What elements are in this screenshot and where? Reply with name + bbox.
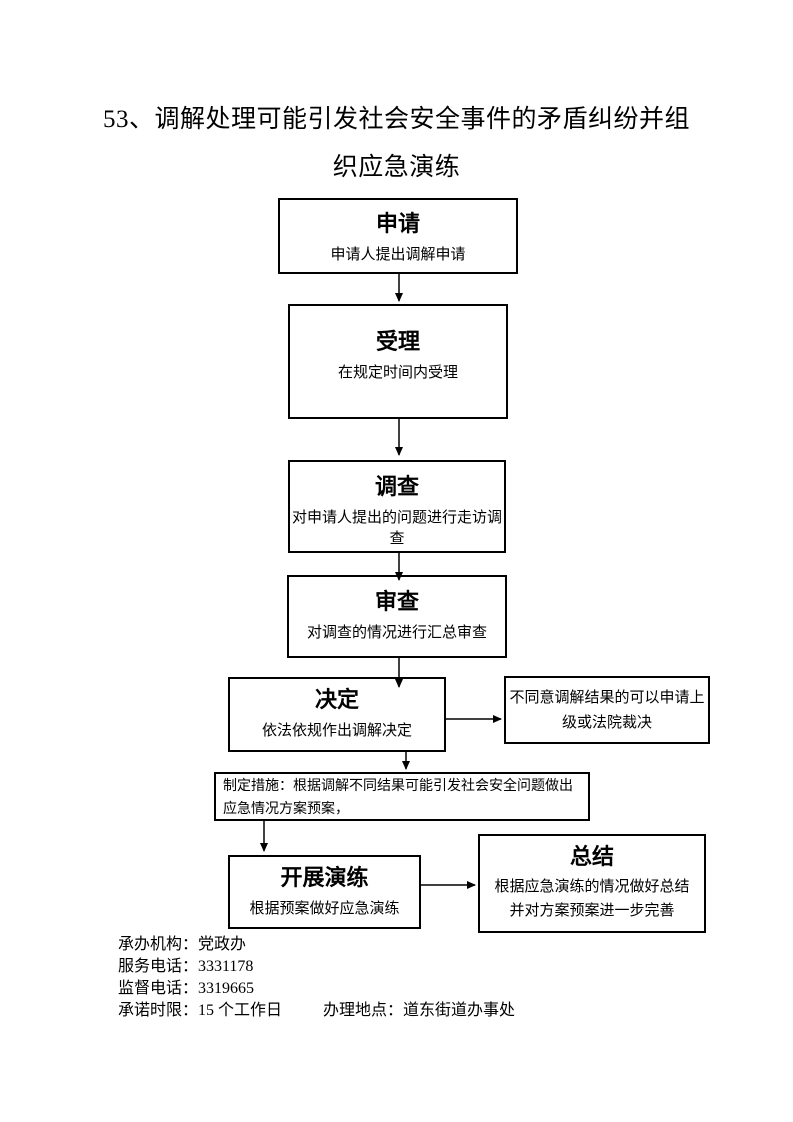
flow-step-investigate-desc: 对申请人提出的问题进行走访调查 bbox=[292, 510, 503, 547]
flow-step-decide-desc: 依法依规作出调解决定 bbox=[261, 723, 412, 739]
flow-step-drill-desc: 根据预案做好应急演练 bbox=[249, 901, 400, 917]
flow-step-review: 审查 对调查的情况进行汇总审查 bbox=[287, 575, 507, 658]
footer-time-limit-value: 15 个工作日 bbox=[198, 1002, 283, 1019]
footer-service-phone-value: 3331178 bbox=[198, 958, 254, 975]
footer-service-phone-label: 服务电话： bbox=[118, 958, 199, 975]
flow-step-accept: 受理 在规定时间内受理 bbox=[288, 304, 508, 419]
footer-location-value: 道东街道办事处 bbox=[403, 1002, 516, 1019]
footer-supervision-phone: 监督电话：3319665 bbox=[118, 978, 678, 1000]
footer-info: 承办机构：党政办 服务电话：3331178 监督电话：3319665 承诺时限：… bbox=[118, 934, 678, 1022]
footer-agency-label: 承办机构： bbox=[118, 936, 199, 953]
footer-supervision-phone-value: 3319665 bbox=[198, 980, 255, 997]
flow-step-review-title: 审查 bbox=[374, 589, 419, 614]
footer-agency-value: 党政办 bbox=[198, 936, 247, 953]
flow-step-investigate: 调查 对申请人提出的问题进行走访调查 bbox=[288, 460, 506, 553]
flow-step-drill-title: 开展演练 bbox=[280, 865, 369, 890]
flow-step-apply-desc: 申请人提出调解申请 bbox=[330, 247, 466, 263]
flow-measures-note: 制定措施：根据调解不同结果可能引发社会安全问题做出应急情况方案预案， bbox=[214, 772, 590, 821]
flow-step-decide-title: 决定 bbox=[314, 687, 359, 712]
footer-time-limit-label: 承诺时限： bbox=[118, 1002, 199, 1019]
page-title: 53、调解处理可能引发社会安全事件的矛盾纠纷并组 织应急演练 bbox=[0, 96, 793, 192]
flow-step-review-desc: 对调查的情况进行汇总审查 bbox=[306, 625, 487, 641]
flow-step-drill: 开展演练 根据预案做好应急演练 bbox=[228, 855, 421, 929]
flow-step-apply: 申请 申请人提出调解申请 bbox=[278, 198, 518, 274]
page-title-line1: 53、调解处理可能引发社会安全事件的矛盾纠纷并组 bbox=[102, 106, 690, 133]
flow-step-accept-desc: 在规定时间内受理 bbox=[337, 365, 458, 381]
flow-step-apply-title: 申请 bbox=[375, 211, 420, 236]
footer-location-label: 办理地点： bbox=[323, 1002, 404, 1019]
footer-supervision-phone-label: 监督电话： bbox=[118, 980, 199, 997]
footer-time-limit-row: 承诺时限：15 个工作日 办理地点：道东街道办事处 bbox=[118, 1000, 678, 1022]
page-title-line2: 织应急演练 bbox=[332, 154, 461, 181]
flow-step-accept-title: 受理 bbox=[375, 329, 420, 354]
flow-step-summary: 总结 根据应急演练的情况做好总结并对方案预案进一步完善 bbox=[478, 834, 706, 933]
flow-step-decide: 决定 依法依规作出调解决定 bbox=[228, 677, 446, 752]
footer-location: 办理地点：道东街道办事处 bbox=[323, 1000, 515, 1022]
flow-step-summary-desc: 根据应急演练的情况做好总结并对方案预案进一步完善 bbox=[494, 879, 690, 919]
footer-agency: 承办机构：党政办 bbox=[118, 934, 678, 956]
footer-service-phone: 服务电话：3331178 bbox=[118, 956, 678, 978]
flow-step-summary-title: 总结 bbox=[569, 844, 614, 869]
flow-step-investigate-title: 调查 bbox=[374, 474, 419, 499]
flow-branch-appeal-note: 不同意调解结果的可以申请上级或法院裁决 bbox=[504, 676, 710, 744]
